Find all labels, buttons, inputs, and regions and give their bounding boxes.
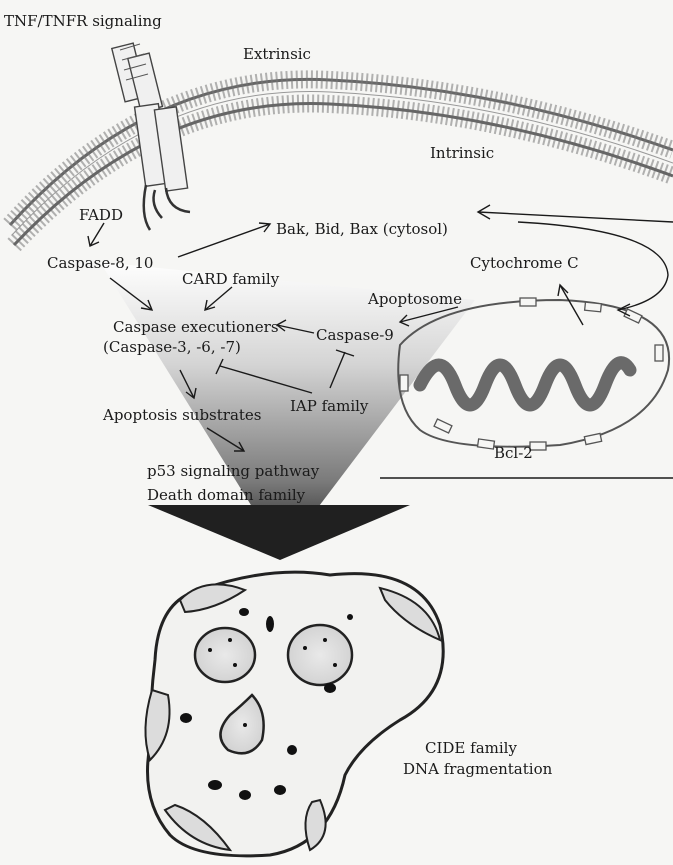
caspase-9-label: Caspase-9 [316, 326, 394, 344]
iap-family-label: IAP family [290, 397, 368, 415]
tnf-signaling-label: TNF/TNFR signaling [4, 12, 162, 30]
card-family-label: CARD family [182, 270, 279, 288]
extrinsic-label: Extrinsic [243, 45, 311, 63]
apoptosome-label: Apoptosome [368, 290, 462, 308]
p53-label: p53 signaling pathway [147, 462, 319, 480]
nuclear-fragment [195, 628, 255, 682]
intrinsic-label: Intrinsic [430, 144, 494, 162]
nuclear-fragment [288, 625, 352, 685]
cide-family-label: CIDE family [425, 739, 517, 757]
apoptosis-substrates-label: Apoptosis substrates [103, 406, 262, 424]
caspase-3-6-7-label: (Caspase-3, -6, -7) [103, 338, 241, 356]
cytochrome-c-label: Cytochrome C [470, 254, 579, 272]
funnel-arrowhead [148, 505, 410, 560]
dna-fragmentation-label: DNA fragmentation [403, 760, 552, 778]
bcl2-label: Bcl-2 [494, 444, 533, 462]
bak-bid-bax-label: Bak, Bid, Bax (cytosol) [276, 220, 448, 238]
caspase-executioners-label: Caspase executioners [113, 318, 279, 336]
death-domain-label: Death domain family [147, 486, 305, 504]
apoptotic-cell [145, 572, 443, 856]
fadd-label: FADD [79, 206, 123, 224]
caspase-8-10-label: Caspase-8, 10 [47, 254, 153, 272]
